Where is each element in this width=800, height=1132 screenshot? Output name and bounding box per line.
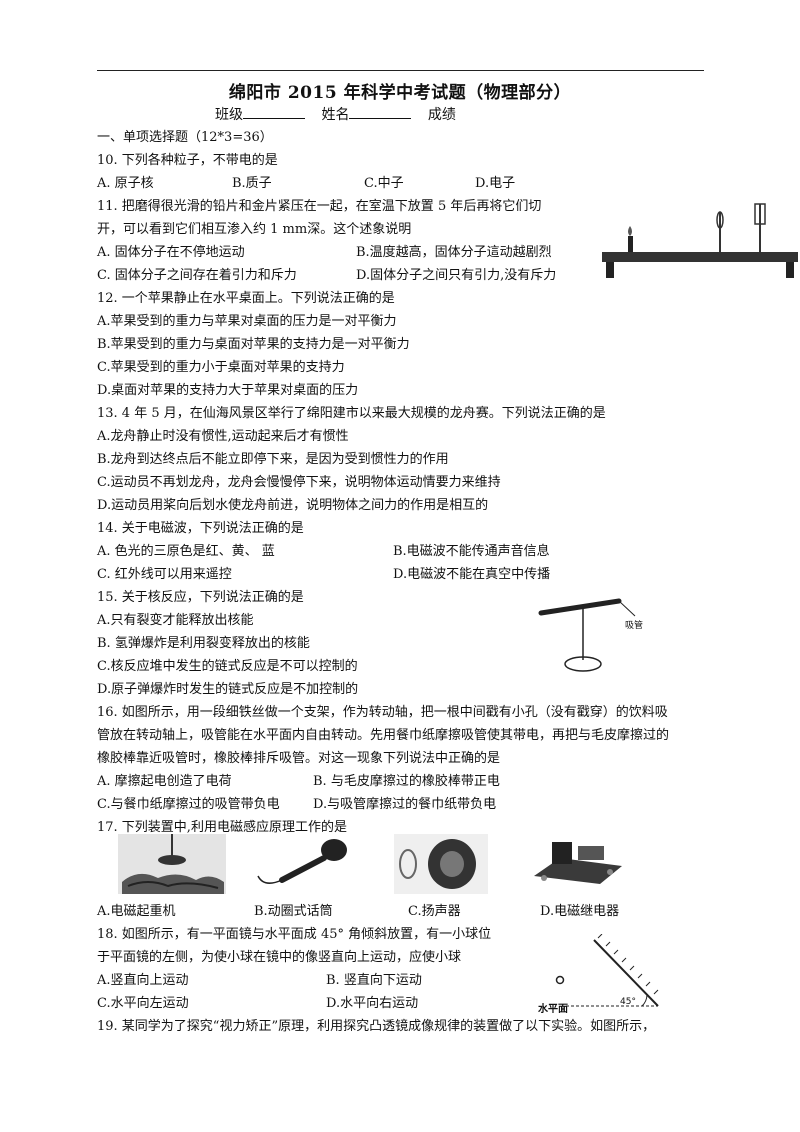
q16-option-c: C.与餐巾纸摩擦过的吸管带负电 bbox=[97, 797, 280, 812]
electromagnetic-crane-photo bbox=[118, 834, 226, 894]
q15-stem: 15. 关于核反应，下列说法正确的是 bbox=[97, 590, 304, 605]
q15-option-a: A.只有裂变才能释放出核能 bbox=[97, 613, 254, 628]
q16-stem-1: 16. 如图所示，用一段细铁丝做一个支架，作为转动轴，把一根中间戳有小孔（没有戳… bbox=[97, 705, 668, 720]
dynamic-microphone-photo bbox=[254, 836, 350, 894]
q12-option-b: B.苹果受到的重力与桌面对苹果的支持力是一对平衡力 bbox=[97, 337, 410, 352]
q14-option-a: A. 色光的三原色是红、黄、 蓝 bbox=[97, 544, 275, 559]
q19-stem: 19. 某同学为了探究“视力矫正”原理，利用探究凸透镜成像规律的装置做了以下实验… bbox=[97, 1019, 656, 1034]
q11-stem-1: 11. 把磨得很光滑的铅片和金片紧压在一起，在室温下放置 5 年后再将它们切 bbox=[97, 199, 542, 214]
q10-stem: 10. 下列各种粒子，不带电的是 bbox=[97, 153, 278, 168]
ball-icon bbox=[555, 975, 565, 985]
class-blank bbox=[243, 106, 305, 119]
name-label: 姓名 bbox=[321, 107, 350, 123]
mirror-figure: 水平面 45° bbox=[537, 934, 659, 1014]
q18-option-d: D.水平向右运动 bbox=[326, 996, 419, 1011]
q11-stem-2: 开，可以看到它们相互渗入约 1 mm深。这个述象说明 bbox=[97, 222, 412, 237]
class-label: 班级 bbox=[215, 107, 243, 123]
q16-option-b: B. 与毛皮摩擦过的橡胶棒带正电 bbox=[313, 774, 500, 789]
q16-option-a: A. 摩擦起电创造了电荷 bbox=[97, 774, 232, 789]
q15-option-d: D.原子弹爆炸时发生的链式反应是不加控制的 bbox=[97, 682, 359, 697]
q11-option-b: B.温度越高，固体分子這动越剧烈 bbox=[356, 245, 552, 260]
angle-label: 45° bbox=[620, 997, 636, 1007]
q14-option-b: B.电磁波不能传通声音信息 bbox=[393, 544, 550, 559]
score-label: 成绩 bbox=[427, 107, 456, 123]
top-rule bbox=[97, 70, 704, 71]
q12-option-c: C.苹果受到的重力小于桌面对苹果的支持力 bbox=[97, 360, 345, 375]
name-blank bbox=[349, 106, 412, 119]
straw-label: 吸管 bbox=[625, 619, 643, 631]
page-title: 绵阳市 2015 年科学中考试题（物理部分） bbox=[228, 83, 572, 103]
q18-option-c: C.水平向左运动 bbox=[97, 996, 189, 1011]
q11-option-c: C. 固体分子之间存在着引力和斥力 bbox=[97, 268, 297, 283]
q17-option-d: D.电磁继电器 bbox=[540, 904, 620, 919]
q18-option-b: B. 竖直向下运动 bbox=[326, 973, 422, 988]
q14-option-d: D.电磁波不能在真空中传播 bbox=[393, 567, 551, 582]
q16-stem-3: 橡胶棒靠近吸管时，橡胶棒排斥吸管。对这一现象下列说法中正确的是 bbox=[97, 751, 501, 766]
q13-option-b: B.龙舟到达终点后不能立即停下来，是因为受到惯性力的作用 bbox=[97, 452, 449, 467]
q10-option-a: A. 原子核 bbox=[97, 176, 154, 191]
optical-bench-figure bbox=[602, 203, 798, 278]
q12-option-a: A.苹果受到的重力与苹果对桌面的压力是一对平衡力 bbox=[97, 314, 397, 329]
q13-option-c: C.运动员不再划龙舟，龙舟会慢慢停下来，说明物体运动情要力来维持 bbox=[97, 475, 501, 490]
section-heading: 一、单项选择题（12*3=36） bbox=[97, 130, 273, 145]
q17-option-c: C.扬声器 bbox=[408, 904, 461, 919]
q18-option-a: A.竖直向上运动 bbox=[97, 973, 189, 988]
q17-option-b: B.动圈式话筒 bbox=[254, 904, 333, 919]
student-info-row: 班级 姓名 成绩 bbox=[215, 104, 456, 124]
q17-stem: 17. 下列装置中,利用电磁感应原理工作的是 bbox=[97, 820, 347, 835]
q11-option-d: D.固体分子之间只有引力,没有斥力 bbox=[356, 268, 557, 283]
electromagnetic-relay-photo bbox=[530, 832, 626, 894]
q17-option-a: A.电磁起重机 bbox=[97, 904, 176, 919]
loudspeaker-photo bbox=[394, 834, 488, 894]
q18-stem-2: 于平面镜的左侧，为使小球在镜中的像竖直向上运动，应使小球 bbox=[97, 950, 462, 965]
q14-option-c: C. 红外线可以用来遥控 bbox=[97, 567, 232, 582]
q15-option-c: C.核反应堆中发生的链式反应是不可以控制的 bbox=[97, 659, 358, 674]
q13-stem: 13. 4 年 5 月，在仙海风景区举行了绵阳建市以来最大规模的龙舟赛。下列说法… bbox=[97, 406, 606, 421]
ground-label: 水平面 bbox=[537, 1002, 568, 1014]
q10-option-b: B.质子 bbox=[232, 176, 272, 191]
q13-option-d: D.运动员用桨向后划水使龙舟前进，说明物体之间力的作用是相互的 bbox=[97, 498, 489, 513]
straw-stand-figure: 吸管 bbox=[538, 598, 643, 672]
q18-stem-1: 18. 如图所示，有一平面镜与水平面成 45° 角倾斜放置，有一小球位 bbox=[97, 927, 492, 942]
q16-stem-2: 管放在转动轴上，吸管能在水平面内自由转动。先用餐巾纸摩擦吸管使其带电，再把与毛皮… bbox=[97, 728, 670, 743]
q16-option-d: D.与吸管摩擦过的餐巾纸带负电 bbox=[313, 797, 497, 812]
q11-option-a: A. 固体分子在不停地运动 bbox=[97, 245, 245, 260]
q12-stem: 12. 一个苹果静止在水平桌面上。下列说法正确的是 bbox=[97, 291, 395, 306]
q13-option-a: A.龙舟静止时没有惯性,运动起来后才有惯性 bbox=[97, 429, 349, 444]
q12-option-d: D.桌面对苹果的支持力大于苹果对桌面的压力 bbox=[97, 383, 359, 398]
q15-option-b: B. 氢弹爆炸是利用裂变释放出的核能 bbox=[97, 636, 310, 651]
q14-stem: 14. 关于电磁波，下列说法正确的是 bbox=[97, 521, 304, 536]
q10-option-d: D.电子 bbox=[475, 176, 516, 191]
q10-option-c: C.中子 bbox=[364, 176, 404, 191]
